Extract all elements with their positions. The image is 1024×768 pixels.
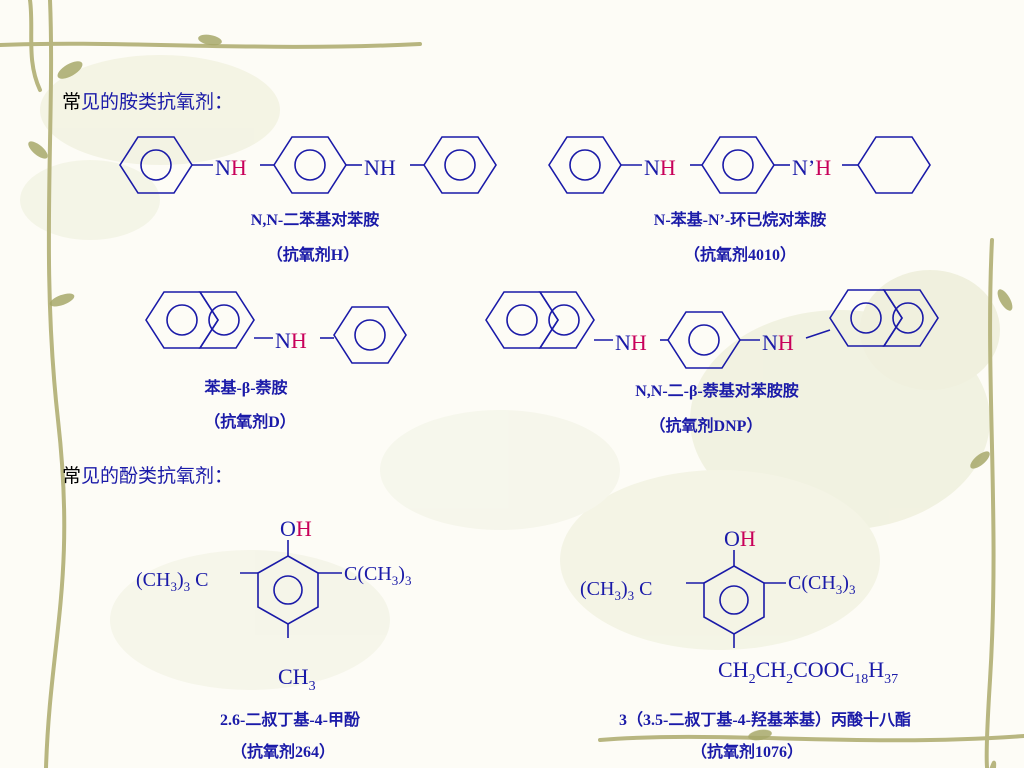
- antioxidant-d-name: 苯基-β-萘胺: [204, 380, 288, 397]
- phenol-section-heading: 常见的酚类抗氧剂：: [62, 461, 233, 488]
- benzene-ring: [333, 306, 407, 364]
- antioxidant-4010-structure: NH N’H: [548, 136, 931, 194]
- antioxidant-d-structure: NH: [145, 291, 407, 364]
- heading-first-char: 常: [62, 91, 82, 113]
- heading-text: 见的胺类抗氧剂：: [81, 91, 234, 113]
- heading-first-char: 常: [62, 465, 82, 487]
- naphthalene-ring: [145, 291, 255, 349]
- amine-group: NH: [364, 155, 396, 180]
- benzene-ring: [273, 136, 347, 194]
- tert-butyl-right: C(CH3)3: [344, 563, 411, 588]
- benzene-ring: [423, 136, 497, 194]
- antioxidant-1076-trade-name: （抗氧剂1076）: [690, 744, 804, 761]
- naphthalene-ring: [485, 291, 595, 349]
- heading-text: 见的酚类抗氧剂：: [81, 465, 234, 487]
- phenol-ring: [257, 555, 319, 625]
- benzene-ring: [667, 311, 741, 369]
- antioxidant-h-name: N,N-二苯基对苯胺: [250, 212, 380, 229]
- amine-group: NH: [615, 330, 647, 355]
- cyclohexane-ring: [857, 136, 931, 194]
- hydroxyl-group: OH: [724, 526, 756, 551]
- amine-group: NH: [275, 328, 307, 353]
- amine-group: NH: [644, 155, 676, 180]
- antioxidant-264-structure: OH (CH3)3 C C(CH3)3 CH3: [136, 516, 411, 694]
- hydroxyl-group: OH: [280, 516, 312, 541]
- amine-section-heading: 常见的胺类抗氧剂：: [62, 87, 233, 114]
- antioxidant-264-trade-name: （抗氧剂264）: [230, 744, 336, 761]
- antioxidant-4010-trade-name: （抗氧剂4010）: [683, 247, 797, 264]
- amine-group: N’H: [792, 155, 831, 180]
- antioxidant-d-trade-name: （抗氧剂D）: [204, 414, 296, 431]
- antioxidant-1076-name: 3（3.5-二叔丁基-4-羟基苯基）丙酸十八酯: [619, 712, 911, 729]
- antioxidant-dnp-structure: NH NH: [485, 289, 939, 369]
- antioxidant-h-structure: NH NH: [119, 136, 497, 194]
- phenol-ring: [703, 565, 765, 635]
- tert-butyl-left: (CH3)3 C: [580, 578, 652, 603]
- antioxidant-264-name: 2.6-二叔丁基-4-甲酚: [220, 712, 360, 729]
- antioxidant-1076-structure: OH (CH3)3 C C(CH3)3 CH2CH2COOC18H37: [580, 526, 898, 687]
- vine-leaves: [28, 34, 1013, 741]
- amine-group: NH: [215, 155, 247, 180]
- tert-butyl-left: (CH3)3 C: [136, 569, 208, 594]
- benzene-ring: [701, 136, 775, 194]
- antioxidant-4010-name: N-苯基-N’-环已烷对苯胺: [653, 212, 827, 229]
- antioxidant-dnp-trade-name: （抗氧剂DNP）: [649, 418, 763, 435]
- propionate-chain: CH2CH2COOC18H37: [718, 657, 898, 687]
- benzene-ring: [119, 136, 193, 194]
- antioxidant-dnp-name: N,N-二-β-萘基对苯胺胺: [635, 383, 799, 400]
- methyl-group: CH3: [278, 664, 316, 694]
- amine-group: NH: [762, 330, 794, 355]
- tert-butyl-right: C(CH3)3: [788, 572, 855, 597]
- benzene-ring: [548, 136, 622, 194]
- blossom-decoration: [20, 55, 1000, 690]
- naphthalene-ring: [829, 289, 939, 347]
- antioxidant-h-trade-name: （抗氧剂H）: [266, 247, 360, 264]
